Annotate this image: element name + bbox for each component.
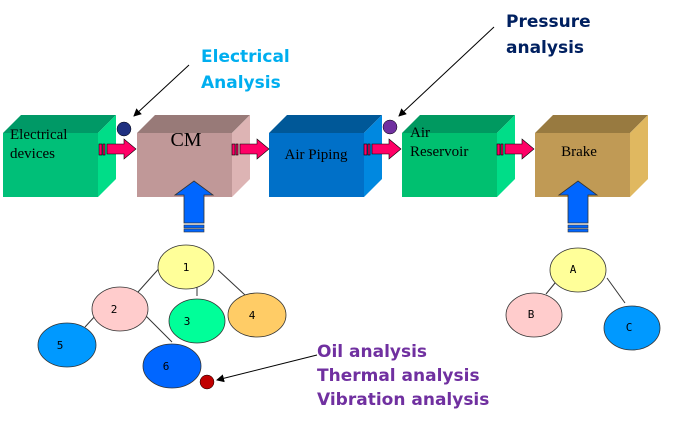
up-arrow xyxy=(557,180,599,233)
brake-top-face xyxy=(535,115,648,133)
tree-node-label: 4 xyxy=(249,309,256,322)
tree-node-label: 5 xyxy=(57,339,64,352)
tree-node-2: 2 xyxy=(91,286,149,332)
flow-arrow xyxy=(363,138,402,160)
electrical-analysis-marker xyxy=(116,121,132,137)
pressure-pointer-line xyxy=(398,26,495,117)
tree-node-5: 5 xyxy=(37,322,97,368)
flow-arrow xyxy=(496,138,535,160)
brake-label: Brake xyxy=(561,144,597,160)
electrical-devices-side-face xyxy=(98,115,116,197)
air-piping-side-face xyxy=(364,115,382,197)
tree-node-label: B xyxy=(528,308,535,321)
cm-top-face xyxy=(137,115,250,133)
air-piping-front-face xyxy=(269,133,364,197)
tree-node-label: A xyxy=(570,263,577,276)
air-reservoir-label: Air xyxy=(410,125,430,141)
air-reservoir-front-face xyxy=(402,133,497,197)
electrical-pointer-line xyxy=(133,64,190,117)
cm-box: CM xyxy=(137,115,250,197)
electrical-devices-front-face xyxy=(3,133,98,197)
tree-right-edges xyxy=(545,277,626,304)
air-reservoir-side-face xyxy=(497,115,515,197)
tree-node-label: C xyxy=(626,321,633,334)
up-arrow xyxy=(173,180,215,233)
cm-front-face xyxy=(137,133,232,197)
tree-node-1: 1 xyxy=(157,244,215,290)
brake-side-face xyxy=(630,115,648,197)
brake-box: Brake xyxy=(535,115,648,197)
air-reservoir-top-face xyxy=(402,115,515,133)
cm-label: CM xyxy=(170,129,201,151)
condition-analysis-marker xyxy=(199,374,215,390)
condition-pointer-line xyxy=(216,354,318,383)
tree-node-3: 3 xyxy=(168,298,226,344)
electrical-devices-label: devices xyxy=(10,146,55,162)
electrical-devices-top-face xyxy=(3,115,116,133)
air-reservoir-label: Reservoir xyxy=(410,144,468,160)
flow-arrow xyxy=(98,138,137,160)
tree-node-label: 2 xyxy=(111,303,118,316)
air-piping-label: Air Piping xyxy=(285,147,348,163)
electrical-devices-box: Electrical devices xyxy=(3,115,116,197)
pressure-analysis-marker xyxy=(382,119,398,135)
tree-node-A: A xyxy=(549,247,607,293)
flow-arrow xyxy=(231,138,270,160)
tree-node-6: 6 xyxy=(142,343,202,389)
tree-node-C: C xyxy=(603,305,661,351)
tree-node-4: 4 xyxy=(227,292,287,338)
air-piping-box: Air Piping xyxy=(269,115,382,197)
tree-node-label: 1 xyxy=(183,261,190,274)
tree-node-label: 6 xyxy=(163,360,170,373)
tree-node-label: 3 xyxy=(184,315,191,328)
electrical-devices-label: Electrical xyxy=(10,127,67,143)
cm-side-face xyxy=(232,115,250,197)
tree-node-B: B xyxy=(505,292,563,338)
air-piping-top-face xyxy=(269,115,382,133)
